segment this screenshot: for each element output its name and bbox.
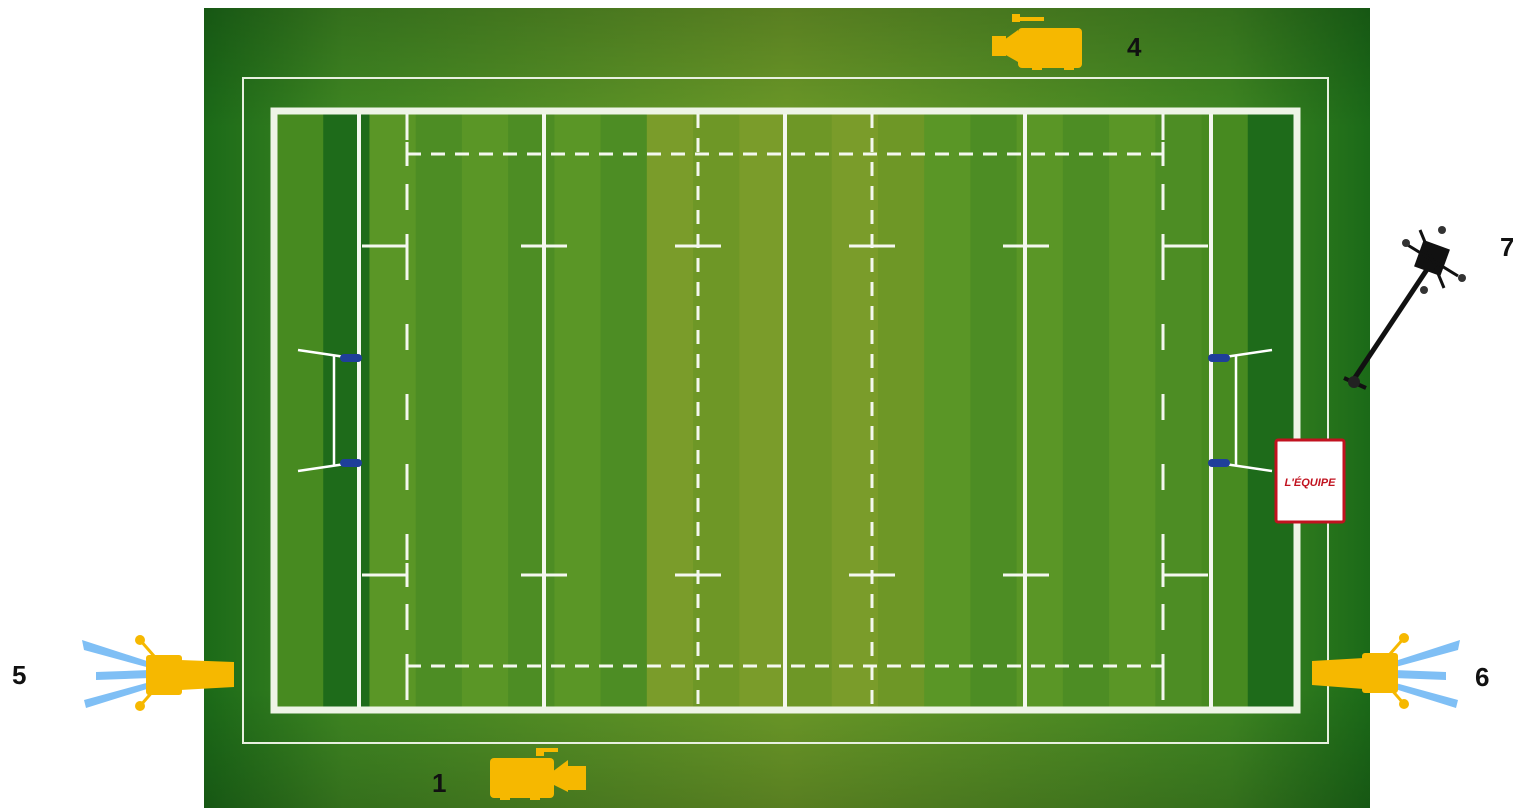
camera-6-label: 6: [1475, 662, 1489, 692]
grass-stripe: [554, 114, 601, 707]
grass-stripe: [277, 114, 324, 707]
grass-stripe: [462, 114, 509, 707]
grass-stripe: [323, 114, 370, 707]
grass-stripe: [1109, 114, 1156, 707]
camera-7-label: 7: [1500, 232, 1513, 262]
camera-4-label: 4: [1127, 32, 1142, 62]
grass-stripe: [1202, 114, 1249, 707]
grass-stripe: [416, 114, 463, 707]
grass-stripe: [970, 114, 1017, 707]
camera-1-label: 1: [432, 768, 446, 798]
grass-stripe: [693, 114, 740, 707]
grass-stripe: [878, 114, 925, 707]
grass-stripe: [786, 114, 833, 707]
grass-stripe: [647, 114, 694, 707]
grass-stripe: [739, 114, 786, 707]
grass-stripe: [924, 114, 971, 707]
grass-stripe: [1063, 114, 1110, 707]
grass-stripe: [601, 114, 648, 707]
grass-stripe: [508, 114, 555, 707]
camera-5-label: 5: [12, 660, 26, 690]
sponsor-logo-text: L'ÉQUIPE: [1285, 476, 1337, 489]
grass-stripe: [369, 114, 416, 707]
sponsor-board: L'ÉQUIPE: [1276, 440, 1344, 522]
grass-stripe: [1248, 114, 1295, 707]
